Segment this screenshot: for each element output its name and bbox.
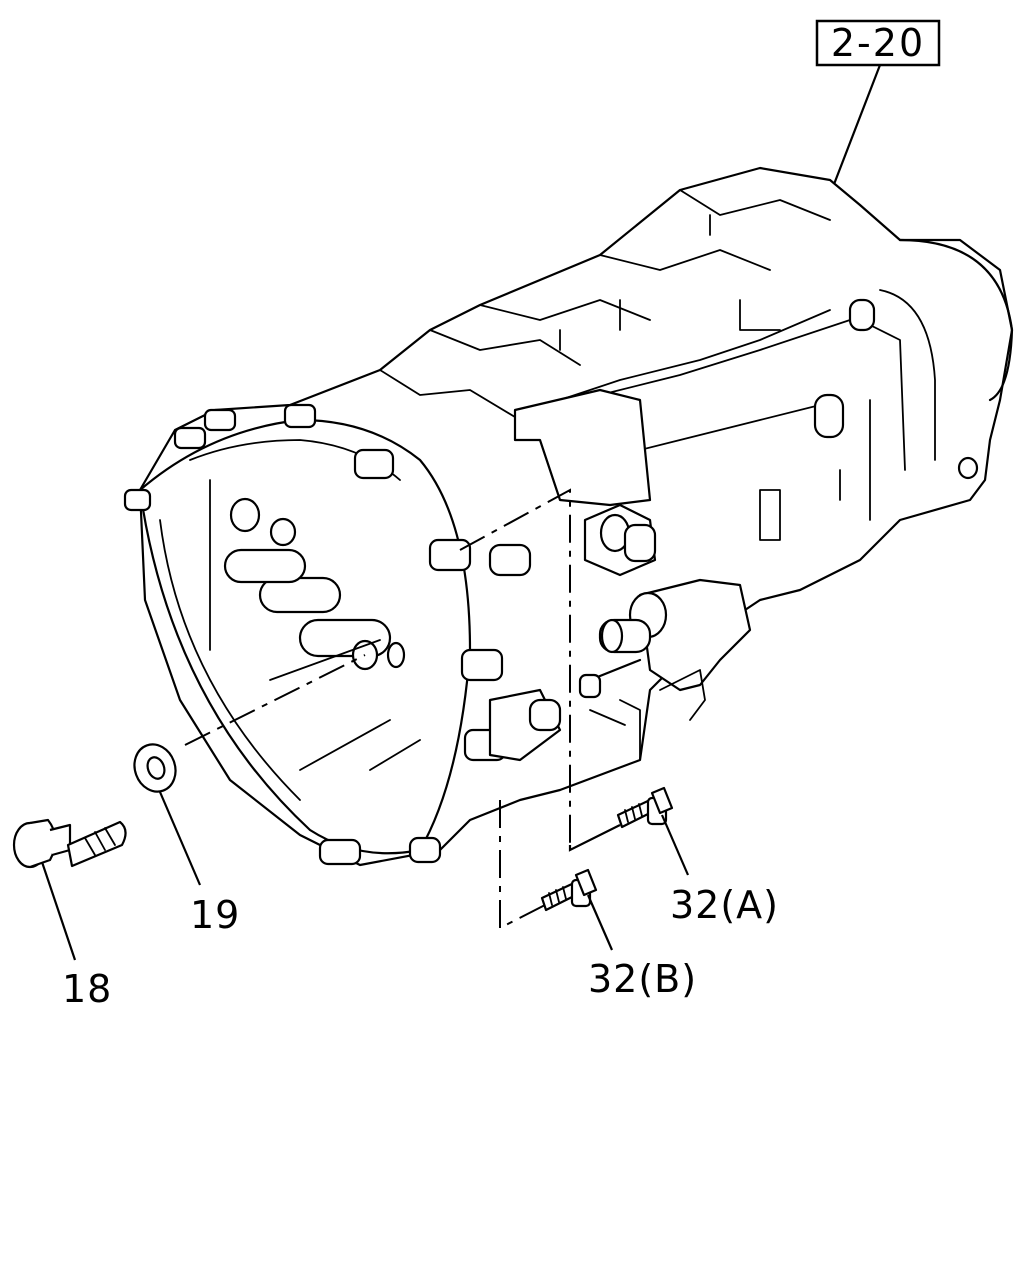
sensor-assembly: [578, 578, 752, 721]
reference-leader: [824, 64, 882, 206]
reference-label: 2-20: [831, 21, 925, 65]
housing-outline: [138, 166, 1014, 867]
flange-bosses: [123, 403, 507, 866]
center-lines: [184, 488, 571, 930]
callout-32b: 32(B): [588, 957, 697, 1001]
part-32b-bolt: 32(B): [540, 868, 697, 1001]
lower-features: [488, 543, 641, 762]
part-18-leader: [40, 861, 77, 961]
part-19-washer: 19: [133, 743, 240, 937]
callout-32a: 32(A): [670, 883, 779, 927]
reference-box: 2-20: [815, 19, 941, 206]
shafts: [209, 479, 421, 771]
part-19-leader: [158, 791, 202, 886]
rear-casing: [759, 238, 1014, 541]
part-32a-bolt: 32(A): [616, 786, 779, 927]
callout-18: 18: [62, 967, 112, 1011]
part-18-plug: 18: [12, 818, 127, 1011]
side-cover: [513, 388, 657, 577]
casting-ribs: [379, 189, 851, 461]
transmission-assembly: [123, 166, 1014, 867]
part-32a-leader: [660, 814, 690, 876]
part-32b-leader: [586, 894, 614, 951]
guide-lines: [568, 824, 621, 852]
callout-19: 19: [190, 893, 240, 937]
